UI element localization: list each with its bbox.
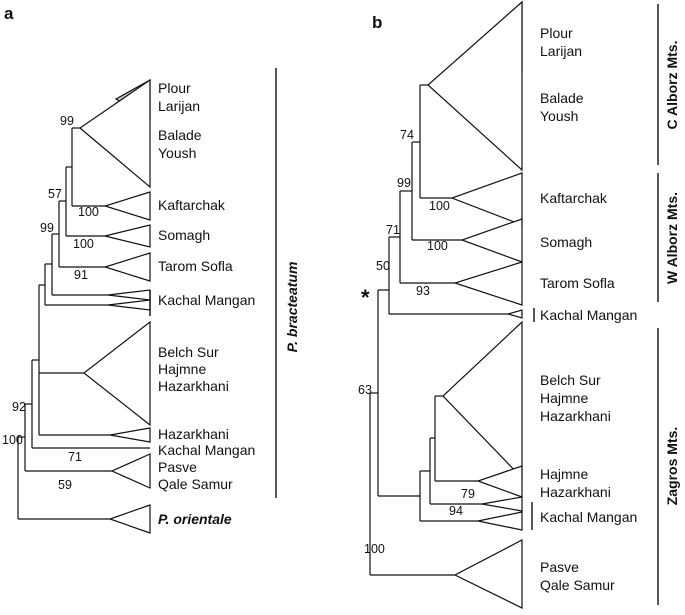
tip-a-kachal2: Kachal Mangan	[158, 442, 255, 458]
tip-b-yoush: Yoush	[540, 108, 578, 124]
support-a-99-mid: 99	[40, 221, 54, 235]
support-b-99: 99	[397, 176, 411, 190]
clade-b-triangle-kachal1	[505, 309, 523, 319]
tip-b-belch: Belch Sur	[540, 372, 601, 388]
support-b-63: 63	[358, 383, 372, 397]
clade-triangle-orientale	[108, 504, 151, 534]
tip-a-balade: Balade	[158, 127, 202, 143]
support-b-100-root: 100	[364, 542, 385, 556]
clade-triangle-kachal1b	[107, 299, 151, 311]
clade-triangle-pasve	[110, 453, 151, 489]
support-b-74: 74	[400, 128, 414, 142]
support-a-92: 92	[12, 400, 26, 414]
tip-a-hajmne: Hajmne	[158, 361, 206, 377]
support-a-100-root: 100	[2, 433, 23, 447]
tip-b-pasve: Pasve	[540, 559, 579, 575]
tip-a-kaftarchak: Kaftarchak	[158, 197, 226, 213]
support-a-71: 71	[68, 450, 82, 464]
support-b-93: 93	[416, 284, 430, 298]
clade-b-triangle-somagh	[460, 218, 523, 263]
clade-b-triangle-kachal2b	[477, 511, 523, 531]
tip-a-belch: Belch Sur	[158, 344, 219, 360]
tip-a-pasve: Pasve	[158, 459, 197, 475]
tip-b-kachal1: Kachal Mangan	[540, 307, 637, 323]
tip-a-orientale: P. orientale	[158, 511, 232, 527]
clade-triangle-kaftarchak	[102, 191, 151, 221]
clade-b-triangle-hajmne	[476, 465, 523, 498]
support-b-100-som: 100	[427, 239, 448, 253]
tip-b-hazarkhani: Hazarkhani	[540, 408, 611, 424]
region-c-alborz: C Alborz Mts.	[664, 41, 680, 130]
clade-triangle-kachal1a	[107, 289, 151, 301]
panel-a-branches	[17, 127, 150, 520]
region-w-alborz: W Alborz Mts.	[664, 192, 680, 284]
support-a-59: 59	[58, 478, 72, 492]
support-a-100-kaft: 100	[78, 205, 99, 219]
tip-a-qale: Qale Samur	[158, 476, 233, 492]
tip-a-yoush: Yoush	[158, 145, 196, 161]
clade-b-triangle-pasve	[453, 539, 523, 609]
tip-a-kachal1: Kachal Mangan	[158, 292, 255, 308]
tip-b-kachal2: Kachal Mangan	[540, 509, 637, 525]
support-b-100-kaft: 100	[429, 199, 450, 213]
tip-b-balade: Balade	[540, 90, 584, 106]
support-a-57: 57	[48, 187, 62, 201]
panel-a-label: a	[4, 4, 14, 23]
panel-b-branches	[369, 84, 508, 576]
tip-b-tarom: Tarom Sofla	[540, 275, 615, 291]
support-b-71: 71	[386, 223, 400, 237]
panel-b-label: b	[372, 13, 382, 32]
support-a-99-top: 99	[60, 114, 74, 128]
support-b-star: *	[361, 285, 370, 310]
clade-triangle-belch	[83, 320, 151, 427]
support-b-79: 79	[461, 487, 475, 501]
support-b-94: 94	[449, 504, 463, 518]
clade-b-triangle-tarom	[453, 261, 523, 306]
clade-triangle-balade-yoush	[79, 78, 151, 189]
panel-a: a	[2, 4, 300, 534]
bracket-a-bracteatum-label: P. bracteatum	[284, 262, 300, 353]
clade-triangle-tarom	[102, 252, 151, 282]
support-a-100-som: 100	[73, 237, 94, 251]
tip-b-hazarkhani2: Hazarkhani	[540, 484, 611, 500]
tip-a-hazarkhani: Hazarkhani	[158, 378, 229, 394]
clade-b-triangle-kachal2a	[481, 496, 523, 512]
clade-triangle-hazarkhani	[109, 427, 151, 443]
clade-triangle-somagh	[104, 224, 151, 248]
support-a-91: 91	[74, 268, 88, 282]
region-zagros: Zagros Mts.	[664, 427, 680, 506]
tip-b-plour: Plour	[540, 25, 573, 41]
tip-b-kaftarchak: Kaftarchak	[540, 190, 608, 206]
tip-b-larijan: Larijan	[540, 43, 582, 59]
tip-b-somagh: Somagh	[540, 234, 592, 250]
clade-b-triangle-balade-yoush	[427, 0, 523, 172]
support-b-50: 50	[376, 259, 390, 273]
tip-a-somagh: Somagh	[158, 227, 210, 243]
clade-b-triangle-belch	[442, 320, 523, 480]
tip-a-plour: Plour	[158, 80, 191, 96]
tip-b-hajmne2: Hajmne	[540, 466, 588, 482]
clade-b-triangle-kaftarchak	[450, 172, 523, 226]
tip-b-hajmne: Hajmne	[540, 390, 588, 406]
tip-b-qale: Qale Samur	[540, 577, 615, 593]
tip-a-hazarkhani2: Hazarkhani	[158, 426, 229, 442]
tip-a-tarom: Tarom Sofla	[158, 258, 233, 274]
tip-a-larijan: Larijan	[158, 98, 200, 114]
panel-b: b	[358, 0, 680, 609]
